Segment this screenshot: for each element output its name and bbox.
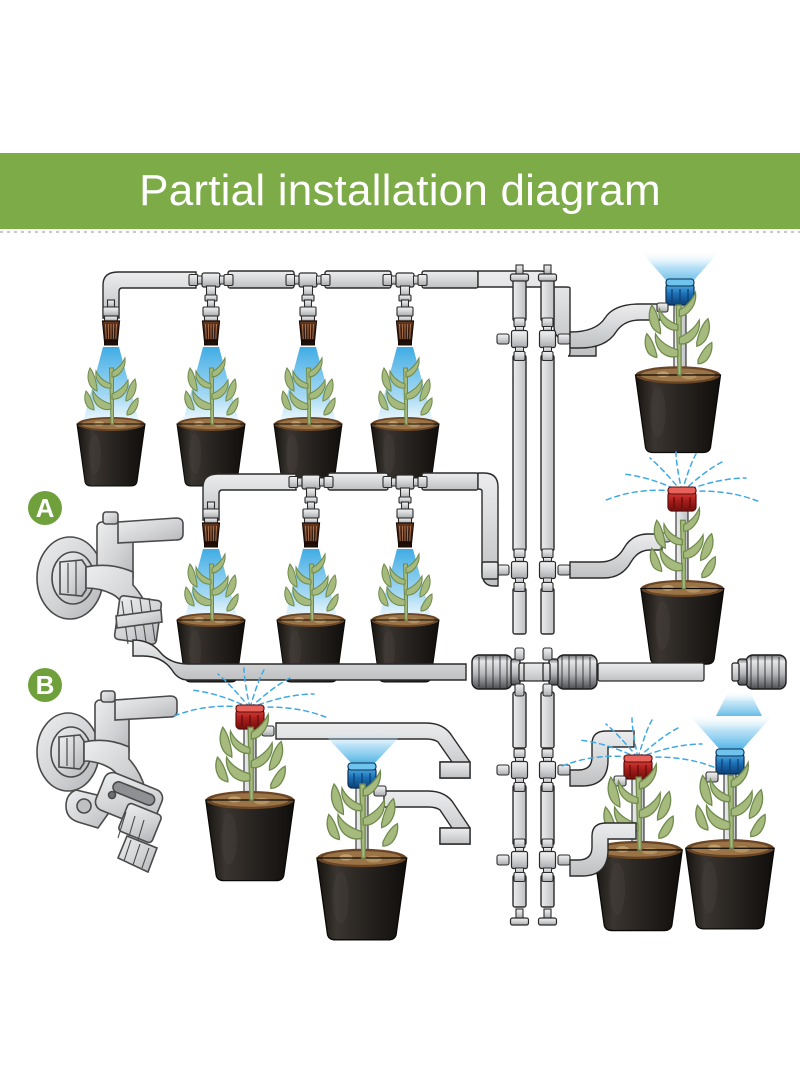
plant-r2-3: [370, 553, 440, 683]
plant-bottom-4: [685, 761, 775, 930]
manifold-side-stubs: [496, 333, 571, 866]
mister-r1-1[interactable]: [101, 299, 121, 346]
pipe-bottom-2: [383, 790, 471, 845]
mister-r2-1[interactable]: [201, 501, 221, 548]
manifold-main-junction: [514, 647, 553, 697]
plant-r1-2: [176, 357, 246, 487]
pipe-row1-elbow: [102, 271, 197, 319]
mister-r2-2[interactable]: [301, 501, 321, 548]
cross-manifold-1R[interactable]: [538, 317, 557, 362]
faucet-a: [36, 511, 184, 645]
end-cap-bottom-left[interactable]: [509, 908, 530, 926]
plant-r1-1: [76, 357, 146, 487]
cross-manifold-3L[interactable]: [510, 748, 529, 793]
pipe-bottom-1: [275, 722, 471, 779]
cross-manifold-4L[interactable]: [510, 838, 529, 883]
cross-manifold-2L[interactable]: [510, 548, 529, 593]
cross-manifold-2R[interactable]: [538, 548, 557, 593]
page-title: Partial installation diagram: [139, 166, 661, 215]
faucet-b: [36, 690, 178, 874]
badge-b-label: B: [36, 670, 55, 700]
spray-bottom-2: [322, 732, 404, 766]
pipe-row2-sbend: [477, 472, 499, 587]
plant-r2-1: [176, 553, 246, 683]
pipe-row2-elbow: [202, 473, 297, 521]
tee-row2-2[interactable]: [382, 474, 428, 504]
end-cap-bottom-right[interactable]: [537, 908, 558, 926]
plant-r1-3: [273, 357, 343, 487]
pipe-bottom-3: [569, 730, 635, 787]
pipe-center-to-right: [597, 662, 705, 682]
spray-bottom-4: [690, 716, 772, 752]
badge-b: B: [28, 668, 62, 702]
pipe-bottom-4: [569, 822, 637, 877]
manifold-vertical-pipes: [512, 276, 555, 908]
badge-a: A: [28, 491, 62, 525]
mister-r1-4[interactable]: [395, 299, 415, 346]
cross-manifold-3R[interactable]: [538, 748, 557, 793]
mister-r2-3[interactable]: [395, 501, 415, 548]
spray-top-right: [642, 253, 718, 288]
mister-r1-3[interactable]: [298, 299, 318, 346]
badge-a-label: A: [36, 493, 55, 523]
title-banner: Partial installation diagram: [0, 153, 800, 229]
coupler-far-right[interactable]: [731, 654, 787, 690]
cross-manifold-1L[interactable]: [510, 317, 529, 362]
plant-r1-4: [370, 357, 440, 487]
spray-far-right-coupler: [716, 692, 762, 716]
banner-underline-dashes: [0, 231, 800, 233]
mister-r1-2[interactable]: [201, 299, 221, 346]
cross-manifold-4R[interactable]: [538, 838, 557, 883]
plant-r2-2: [276, 553, 346, 683]
plant-mid-right: [640, 507, 725, 665]
pipe-to-mid-right-sprinkler: [569, 533, 663, 579]
main-supply-line: [132, 639, 467, 681]
pipe-row1-segments: [227, 270, 479, 289]
